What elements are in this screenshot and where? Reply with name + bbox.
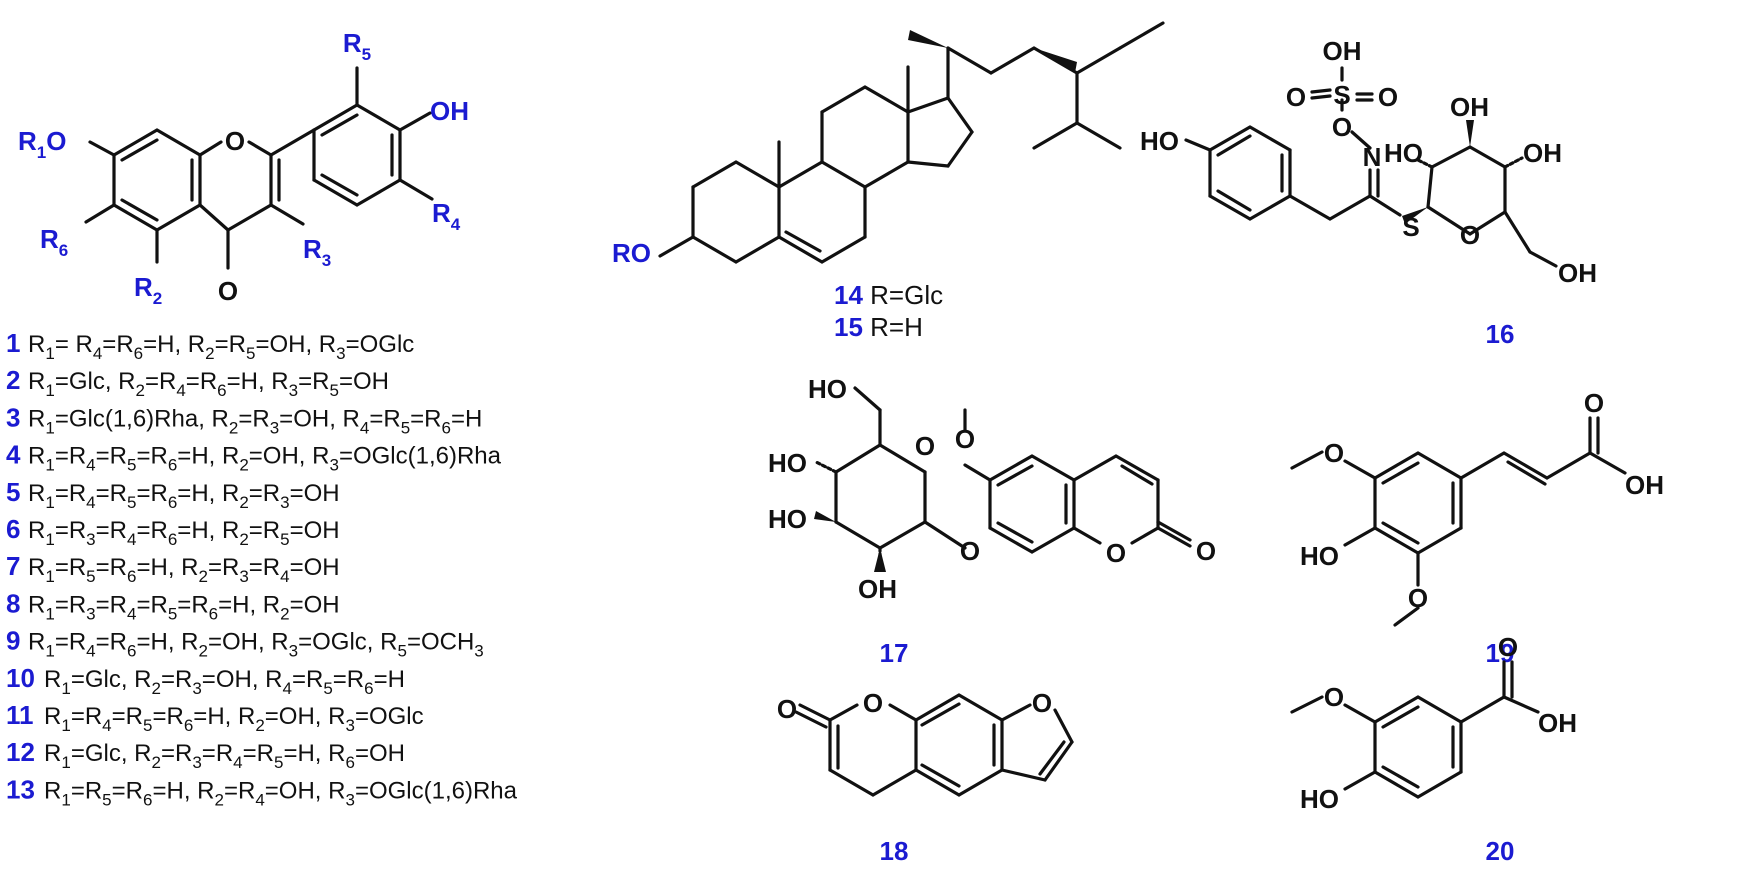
compound-number: 12 [6,737,35,767]
flavone-carbonyl-o: O [218,276,238,306]
compound-row: 3 R1=Glc(1,6)Rha, R2=R3=OH, R4=R5=R6=H [6,402,482,437]
compound-substituents: R1=R4=R5=R6=H, R2=R3=OH [28,480,340,512]
compound-row: 9 R1=R4=R6=H, R2=OH, R3=OGlc, R5=OCH3 [6,626,484,661]
label-17: 17 [880,638,909,668]
compound-row: 2 R1=Glc, R2=R4=R6=H, R3=R5=OH [6,365,389,400]
c17-ch2-ho: HO [808,374,847,404]
compound-substituents: R1=Glc, R2=R4=R6=H, R3=R5=OH [28,368,389,400]
compound-row: 10 R1=Glc, R2=R3=OH, R4=R5=R6=H [6,663,405,698]
p18-carbonyl-o: O [777,694,797,724]
compound-number: 10 [6,663,35,693]
compound-number: 2 [6,365,20,395]
flavone-r4: R4 [432,198,461,234]
compound-row: 11 R1=R4=R5=R6=H, R2=OH, R3=OGlc [6,700,424,735]
p18-furan-o: O [1032,688,1052,718]
compound-number: 9 [6,626,20,656]
compound-substituents: R1=Glc(1,6)Rha, R2=R3=OH, R4=R5=R6=H [28,405,482,437]
flavone-r1o: R1O [18,126,66,162]
coumarin-glucoside-structure: HO HO HO OH O O O O O 17 [768,374,1216,668]
c17-carbonyl-o: O [1196,536,1216,566]
compound-number: 4 [6,440,21,470]
s19-carbonyl-o: O [1584,388,1604,418]
compound-row: 6 R1=R3=R4=R6=H, R2=R5=OH [6,514,340,549]
c17-lactone-o: O [1106,538,1126,568]
g16-sulfate-s: S [1333,80,1350,110]
compound-number: 11 [6,700,34,730]
flavone-r6: R6 [40,224,68,260]
compound-substituents: R1=R3=R4=R5=R6=H, R2=OH [28,591,340,623]
label-18: 18 [880,836,909,866]
c17-oh2: OH [858,574,897,604]
sinapic-acid-structure: O OH O HO O 19 [1290,388,1664,668]
g16-ring-o: O [1460,220,1480,250]
glucosinolate-structure: OH O S O O N HO S O HO OH OH OH 16 [1140,36,1597,349]
c17-ho4: HO [768,448,807,478]
compound-row: 5 R1=R4=R5=R6=H, R2=R3=OH [6,477,340,512]
compound-number: 5 [6,477,20,507]
g16-phenol-ho: HO [1140,126,1179,156]
compound-number: 1 [6,328,20,358]
g16-sulfate-oh: OH [1323,36,1362,66]
label-15: 15 R=H [834,312,923,342]
compound-row: 12 R1=Glc, R2=R3=R4=R5=H, R6=OH [6,737,405,772]
flavone-scaffold: O O OH R5 R4 R3 R2 R6 R1O [18,28,469,308]
g16-sugar-oh4: OH [1523,138,1562,168]
g16-thio-s: S [1402,212,1419,242]
label-16: 16 [1486,319,1515,349]
flavone-r2: R2 [134,272,162,308]
compound-substituents: R1=Glc, R2=R3=R4=R5=H, R6=OH [44,740,405,772]
c17-methoxy-o: O [955,424,975,454]
compound-number: 6 [6,514,20,544]
sterol-structure: RO 14 R=Glc 15 R=H [612,21,1165,342]
flavone-oh: OH [430,96,469,126]
compound-row: 7 R1=R5=R6=H, R2=R3=R4=OH [6,551,340,586]
g16-sulfate-o2: O [1378,82,1398,112]
flavone-ring-o: O [225,126,245,156]
psoralen-structure: O O O 18 [777,688,1074,866]
v20-carbonyl-o: O [1498,632,1518,662]
v20-ho: HO [1300,784,1339,814]
s19-methoxy-top-o: O [1324,438,1344,468]
g16-sugar-ho: HO [1384,138,1423,168]
c17-link-o: O [960,536,980,566]
flavone-r3: R3 [303,234,331,270]
g16-n: N [1363,142,1382,172]
flavone-r5: R5 [343,28,371,64]
compound-number: 13 [6,774,35,804]
compound-substituents: R1=R4=R6=H, R2=OH, R3=OGlc, R5=OCH3 [28,629,484,661]
g16-sugar-oh6: OH [1558,258,1597,288]
c17-ring-o: O [915,431,935,461]
compound-number: 7 [6,551,20,581]
s19-ho: HO [1300,541,1339,571]
g16-oxime-o: O [1332,112,1352,142]
v20-methoxy-o: O [1324,682,1344,712]
compound-substituents: R1= R4=R6=H, R2=R5=OH, R3=OGlc [28,331,414,363]
compound-substituents: R1=R5=R6=H, R2=R4=OH, R3=OGlc(1,6)Rha [44,777,518,809]
compound-substituents: R1=Glc, R2=R3=OH, R4=R5=R6=H [44,666,405,698]
c17-ho3: HO [768,504,807,534]
compound-number: 8 [6,588,20,618]
compound-row: 1 R1= R4=R6=H, R2=R5=OH, R3=OGlc [6,328,414,363]
compound-substituents: R1=R5=R6=H, R2=R3=R4=OH [28,554,340,586]
p18-lactone-o: O [863,688,883,718]
compound-row: 8 R1=R3=R4=R5=R6=H, R2=OH [6,588,340,623]
sterol-ro: RO [612,238,651,268]
s19-acid-oh: OH [1625,470,1664,500]
label-14: 14 R=Glc [834,280,943,310]
compound-substituents: R1=R4=R5=R6=H, R2=OH, R3=OGlc(1,6)Rha [28,443,502,475]
compound-substituents: R1=R4=R5=R6=H, R2=OH, R3=OGlc [44,703,424,735]
g16-sulfate-o1: O [1286,82,1306,112]
g16-sugar-oh3: OH [1450,92,1489,122]
vanillic-acid-structure: O OH O HO 20 [1290,632,1577,866]
s19-methoxy-bottom-o: O [1408,583,1428,613]
label-19: 19 [1486,638,1515,668]
label-20: 20 [1486,836,1515,866]
v20-acid-oh: OH [1538,708,1577,738]
compound-row: 13 R1=R5=R6=H, R2=R4=OH, R3=OGlc(1,6)Rha [6,774,518,809]
compound-substituents: R1=R3=R4=R6=H, R2=R5=OH [28,517,340,549]
compound-number: 3 [6,402,20,432]
